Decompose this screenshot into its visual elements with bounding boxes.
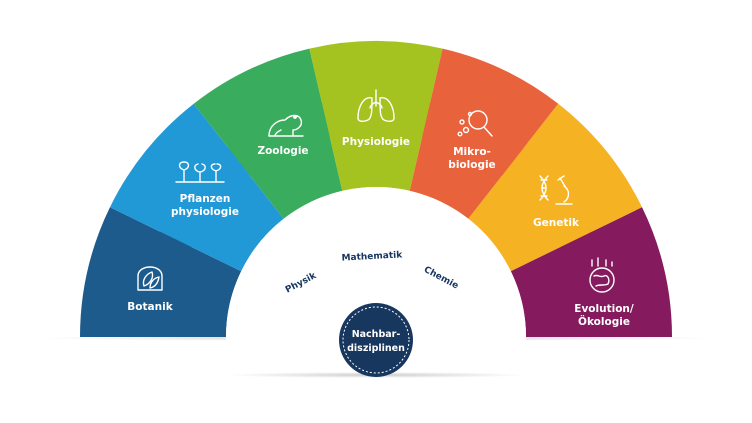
neighbor-mathematik: Mathematik	[341, 250, 403, 263]
segment-shape-evolution	[510, 207, 672, 337]
segment-shape-genetik	[468, 103, 643, 272]
segment-botanik: Botanik	[80, 207, 242, 337]
center-circle	[339, 303, 413, 377]
segment-shape-zoologie	[193, 48, 343, 219]
segment-label-mikrobiologie-1: biologie	[448, 159, 495, 171]
discipline-arc: BotanikPflanzenphysiologieZoologiePhysio…	[80, 41, 672, 337]
segment-label-evolution-1: Ökologie	[578, 314, 630, 328]
segment-label-pflanzenphysiologie-0: Pflanzen	[180, 193, 231, 205]
segment-genetik: Genetik	[468, 103, 643, 272]
segment-shape-mikrobiologie	[409, 48, 559, 219]
segment-mikrobiologie: Mikro-biologie	[409, 48, 559, 219]
segment-label-physiologie-0: Physiologie	[342, 136, 410, 148]
center-dashed-ring	[342, 306, 410, 374]
globe-plants-icon	[589, 257, 615, 293]
segment-shape-pflanzenphysiologie	[109, 103, 284, 272]
seedlings-icon	[175, 161, 225, 183]
segment-label-evolution-0: Evolution/	[574, 303, 634, 315]
segment-zoologie: Zoologie	[193, 48, 343, 219]
center-label-line-2: disziplinen	[347, 343, 405, 354]
segment-label-mikrobiologie-0: Mikro-	[453, 146, 491, 158]
magnifier-icon	[457, 110, 493, 137]
leaves-icon	[137, 266, 163, 291]
center-label-line-1: Nachbar-	[352, 329, 401, 340]
dna-microscope-icon	[539, 175, 573, 205]
inner-area	[226, 187, 526, 376]
lungs-icon	[357, 89, 395, 123]
segment-shape-physiologie	[309, 41, 443, 191]
segment-label-zoologie-0: Zoologie	[257, 145, 308, 157]
frog-icon	[268, 114, 304, 137]
segment-label-pflanzenphysiologie-1: physiologie	[171, 206, 239, 218]
segment-label-botanik-0: Botanik	[127, 301, 173, 313]
segment-evolution: Evolution/Ökologie	[510, 207, 672, 337]
center-badge: Nachbar- disziplinen	[339, 303, 413, 377]
segment-label-genetik-0: Genetik	[533, 217, 580, 229]
segment-physiologie: Physiologie	[309, 41, 443, 191]
